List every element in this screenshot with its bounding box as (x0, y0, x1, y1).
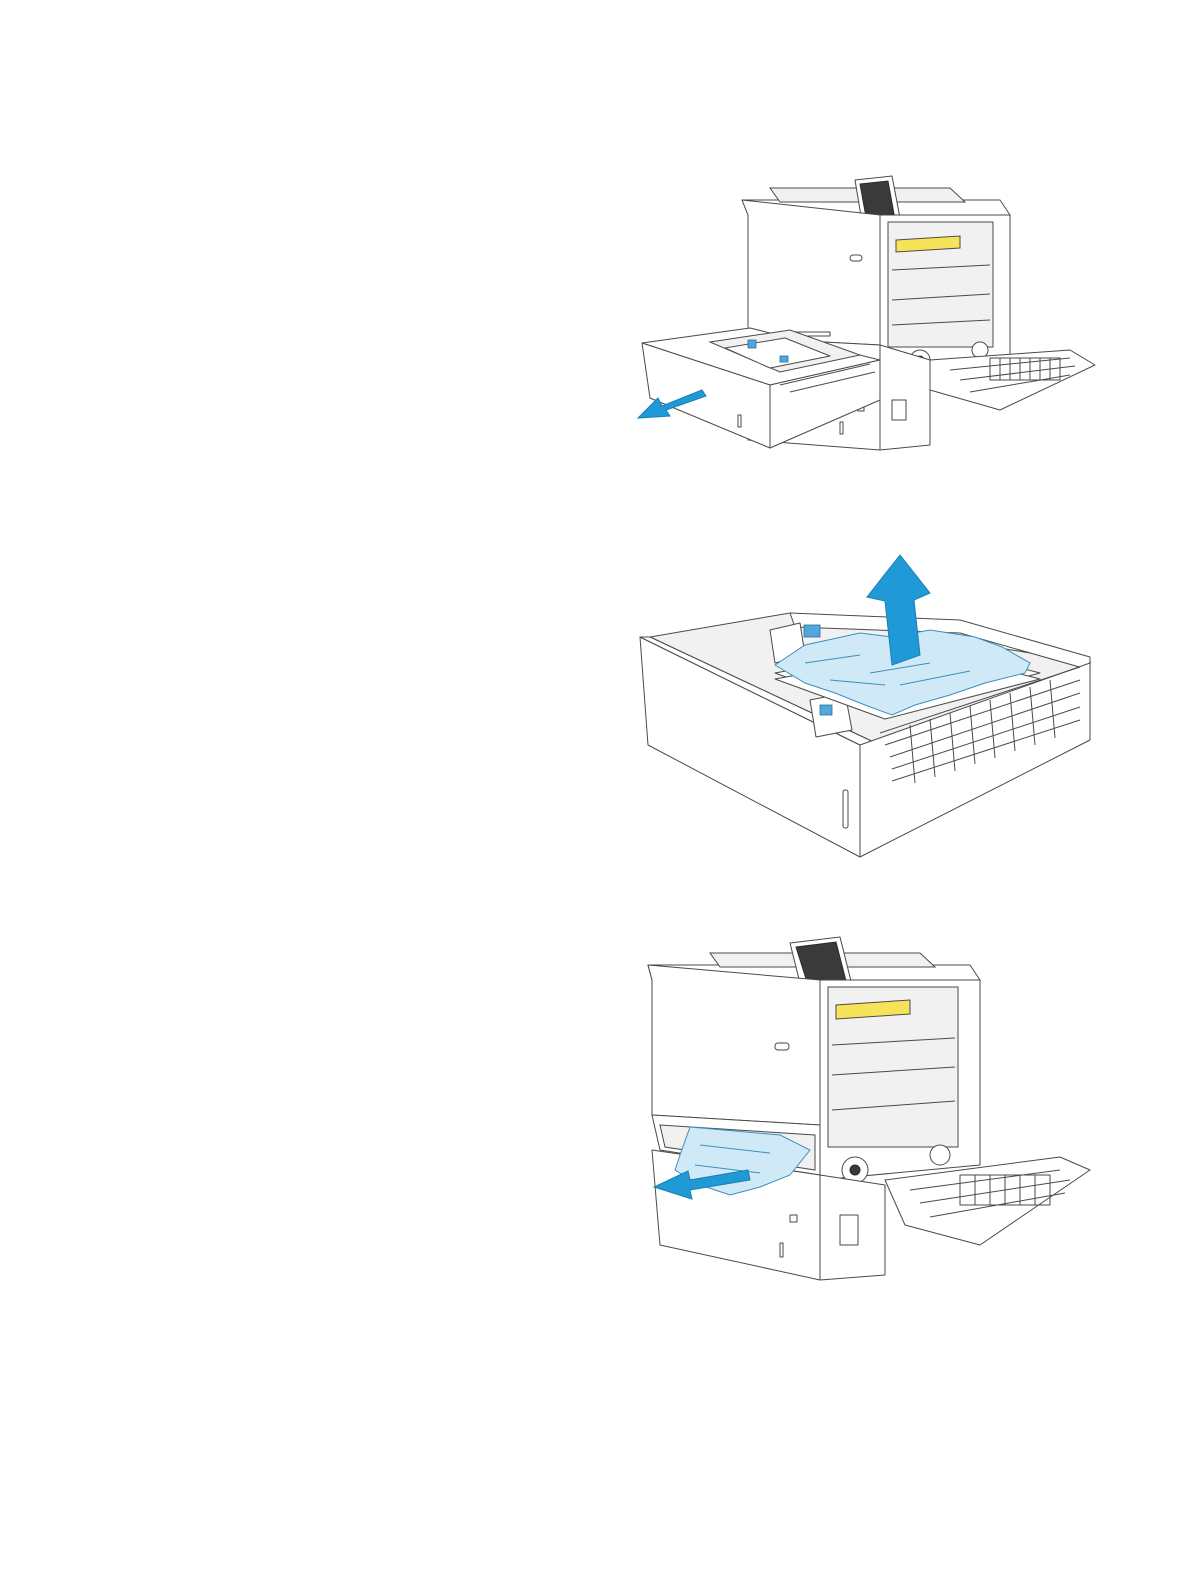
tray-jammed-paper-lift-illustration (630, 545, 1100, 865)
printer-illustration-icon (630, 925, 1100, 1290)
printer-illustration-icon (630, 160, 1100, 460)
printer-cavity-paper-pull-illustration (630, 925, 1100, 1290)
printer-tray-pull-out-illustration (630, 160, 1100, 460)
tray-illustration-icon (630, 545, 1100, 865)
